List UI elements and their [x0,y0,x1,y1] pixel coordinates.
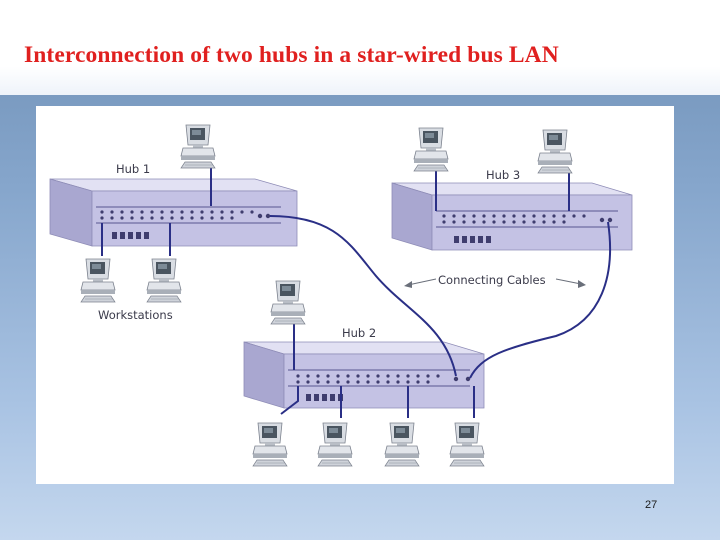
workstation-icon [146,258,182,303]
hub-3-label: Hub 3 [486,168,520,182]
workstation-icon [413,127,449,172]
connecting-cables-callout: Connecting Cables [404,273,586,288]
hub-3: Hub 3 [391,168,633,251]
slide-title: Interconnection of two hubs in a star-wi… [24,42,559,68]
workstation-icon [449,422,485,467]
workstation-icon [80,258,116,303]
workstation-icon [180,124,216,169]
hub-1-label: Hub 1 [116,162,150,176]
hub-2-label: Hub 2 [342,326,376,340]
workstation-icon [384,422,420,467]
hub-connecting-cables [269,215,612,379]
workstation-icon [270,280,306,325]
workstation-icon [252,422,288,467]
workstations-label: Workstations [98,308,173,322]
diagram-panel: Hub 1 Hub 3 Hub 2 [36,106,674,484]
hub-1: Hub 1 [49,162,298,247]
hub-2: Hub 2 [243,326,485,409]
workstation-icon [537,129,573,174]
workstation-icon [317,422,353,467]
connecting-cables-label: Connecting Cables [438,273,546,287]
station-cables [101,166,570,418]
title-band [0,0,720,95]
lan-diagram: Hub 1 Hub 3 Hub 2 [49,124,633,467]
page-number: 27 [645,499,658,511]
